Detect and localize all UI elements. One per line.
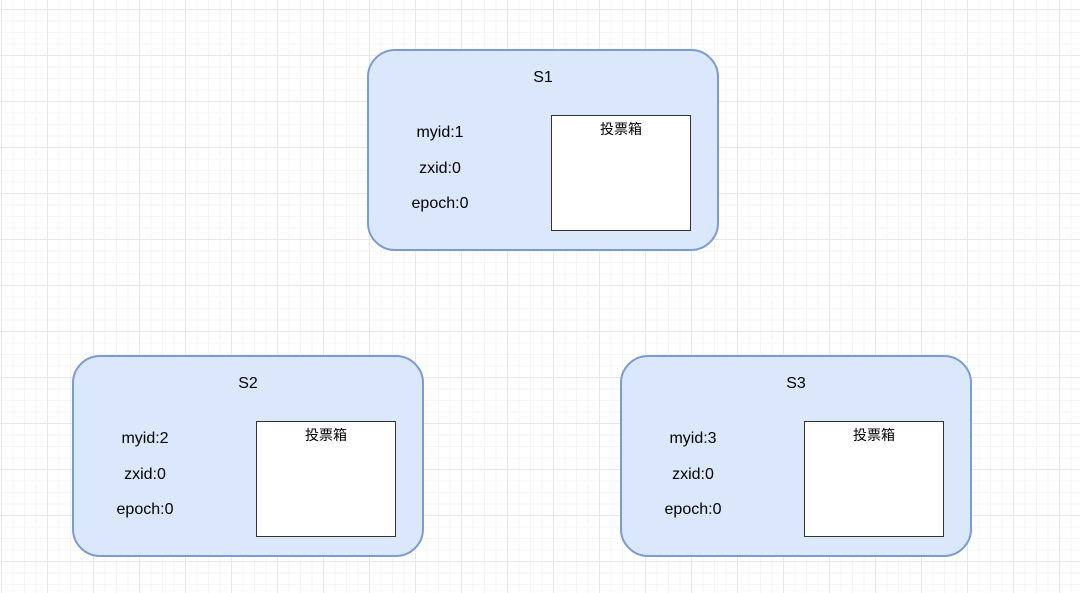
- server-node-attributes: myid:2 zxid:0 epoch:0: [74, 421, 216, 528]
- ballot-box-label: 投票箱: [305, 427, 347, 443]
- ballot-box[interactable]: 投票箱: [256, 421, 396, 537]
- myid-label: myid:1: [416, 124, 464, 141]
- server-node-s1[interactable]: S1 myid:1 zxid:0 epoch:0 投票箱: [367, 49, 719, 251]
- ballot-box-label: 投票箱: [853, 427, 895, 443]
- server-node-title: S1: [533, 69, 553, 86]
- server-node-attributes: myid:1 zxid:0 epoch:0: [369, 115, 511, 222]
- server-node-s2[interactable]: S2 myid:2 zxid:0 epoch:0 投票箱: [72, 355, 424, 557]
- server-node-attributes: myid:3 zxid:0 epoch:0: [622, 421, 764, 528]
- myid-label: myid:3: [669, 430, 717, 447]
- myid-label: myid:2: [121, 430, 169, 447]
- epoch-label: epoch:0: [411, 195, 469, 212]
- zxid-label: zxid:0: [124, 465, 166, 483]
- ballot-box[interactable]: 投票箱: [551, 115, 691, 231]
- zxid-label: zxid:0: [672, 465, 714, 483]
- server-node-title: S2: [238, 375, 258, 392]
- epoch-label: epoch:0: [664, 501, 722, 518]
- ballot-box[interactable]: 投票箱: [804, 421, 944, 537]
- zxid-label: zxid:0: [419, 159, 461, 177]
- server-node-s3[interactable]: S3 myid:3 zxid:0 epoch:0 投票箱: [620, 355, 972, 557]
- epoch-label: epoch:0: [116, 501, 174, 518]
- ballot-box-label: 投票箱: [600, 121, 642, 137]
- server-node-title: S3: [786, 375, 806, 392]
